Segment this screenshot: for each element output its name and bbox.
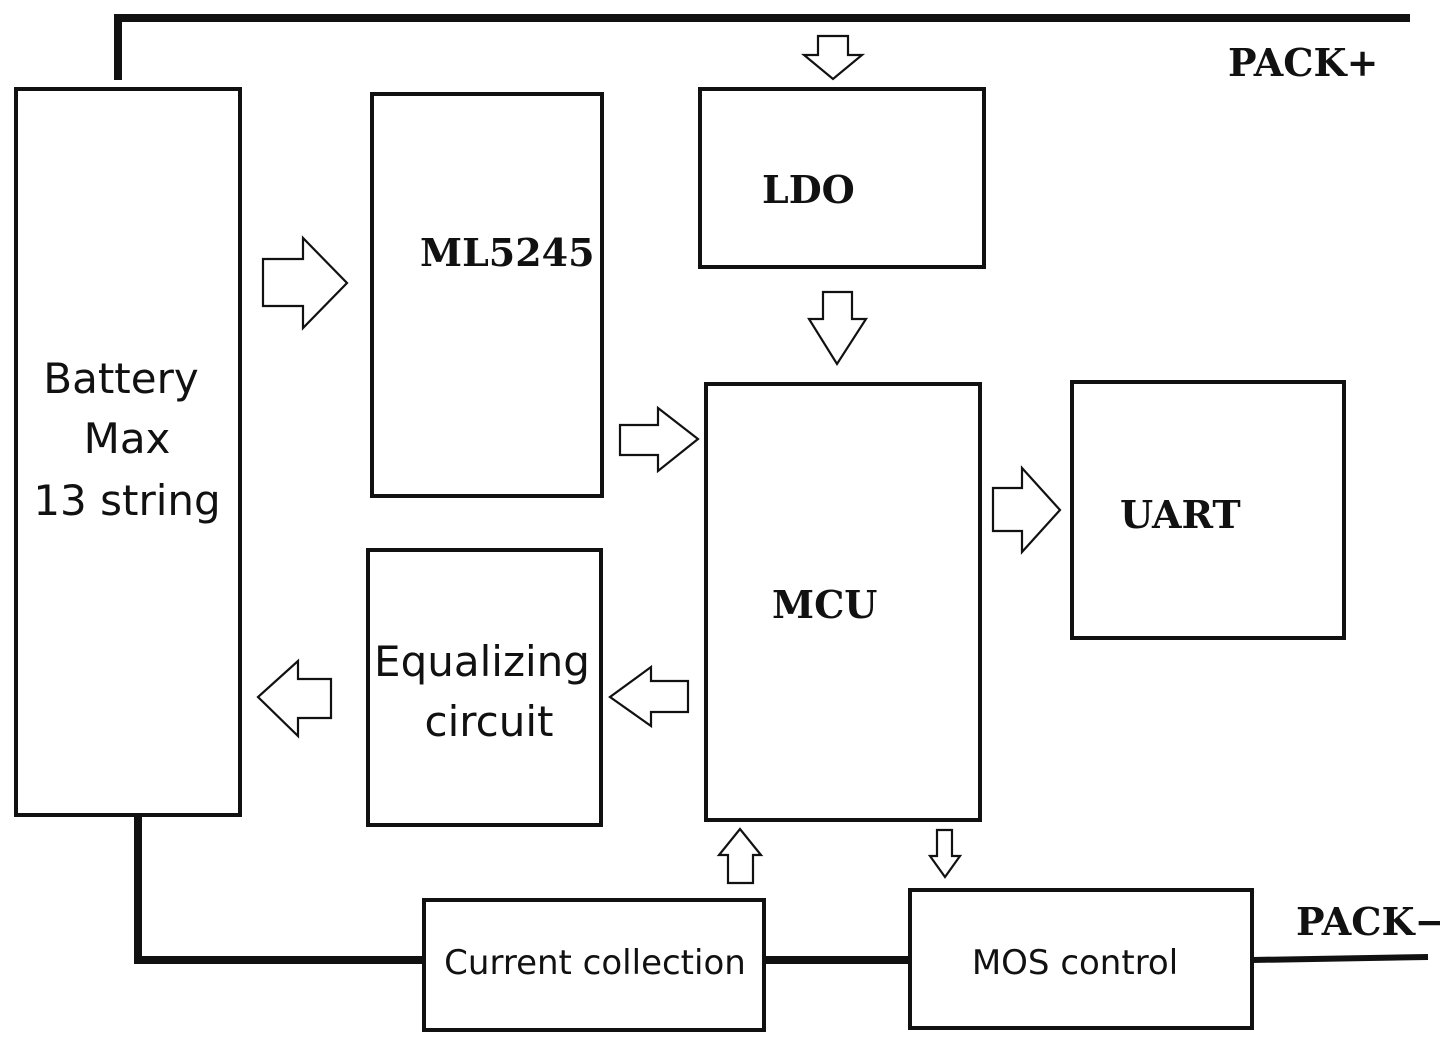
arrow-ldo-to-mcu	[807, 290, 869, 367]
ldo-label: LDO	[762, 167, 855, 212]
mcu-label: MCU	[772, 582, 877, 627]
pack-minus-wire-right	[1251, 954, 1429, 963]
arrow-into-ldo	[800, 34, 866, 81]
current-collection-label: Current collection	[444, 943, 746, 983]
arrow-current-to-mcu	[716, 827, 764, 885]
mos-control-box	[908, 888, 1254, 1030]
arrow-mcu-to-equalizer	[608, 664, 690, 729]
equalizer-label-line2: circuit	[425, 697, 554, 746]
equalizer-label-line1: Equalizing	[374, 637, 590, 686]
equalizer-box	[366, 548, 603, 827]
battery-label-line2: Max	[84, 414, 171, 463]
battery-label-line3: 13 string	[33, 476, 220, 525]
mos-control-label: MOS control	[972, 943, 1178, 983]
arrow-afe-to-mcu	[618, 405, 700, 474]
afe-label: ML5245	[420, 230, 595, 275]
arrow-equalizer-to-battery	[256, 658, 333, 739]
pack-minus-label: PACK−	[1296, 899, 1440, 944]
mcu-box	[704, 382, 982, 822]
ldo-box	[698, 87, 986, 269]
uart-box	[1070, 380, 1346, 640]
pack-minus-wire-left	[134, 816, 424, 964]
pack-plus-wire	[114, 14, 1410, 80]
current-collection-box	[422, 898, 766, 1032]
arrow-battery-to-afe	[261, 235, 349, 331]
battery-box	[14, 87, 242, 817]
arrow-mcu-to-uart	[991, 465, 1062, 555]
arrow-mcu-to-mos	[927, 828, 963, 879]
battery-label-line1: Battery	[43, 354, 198, 403]
uart-label: UART	[1120, 492, 1241, 537]
pack-plus-label: PACK+	[1228, 40, 1378, 85]
afe-box	[370, 92, 604, 498]
